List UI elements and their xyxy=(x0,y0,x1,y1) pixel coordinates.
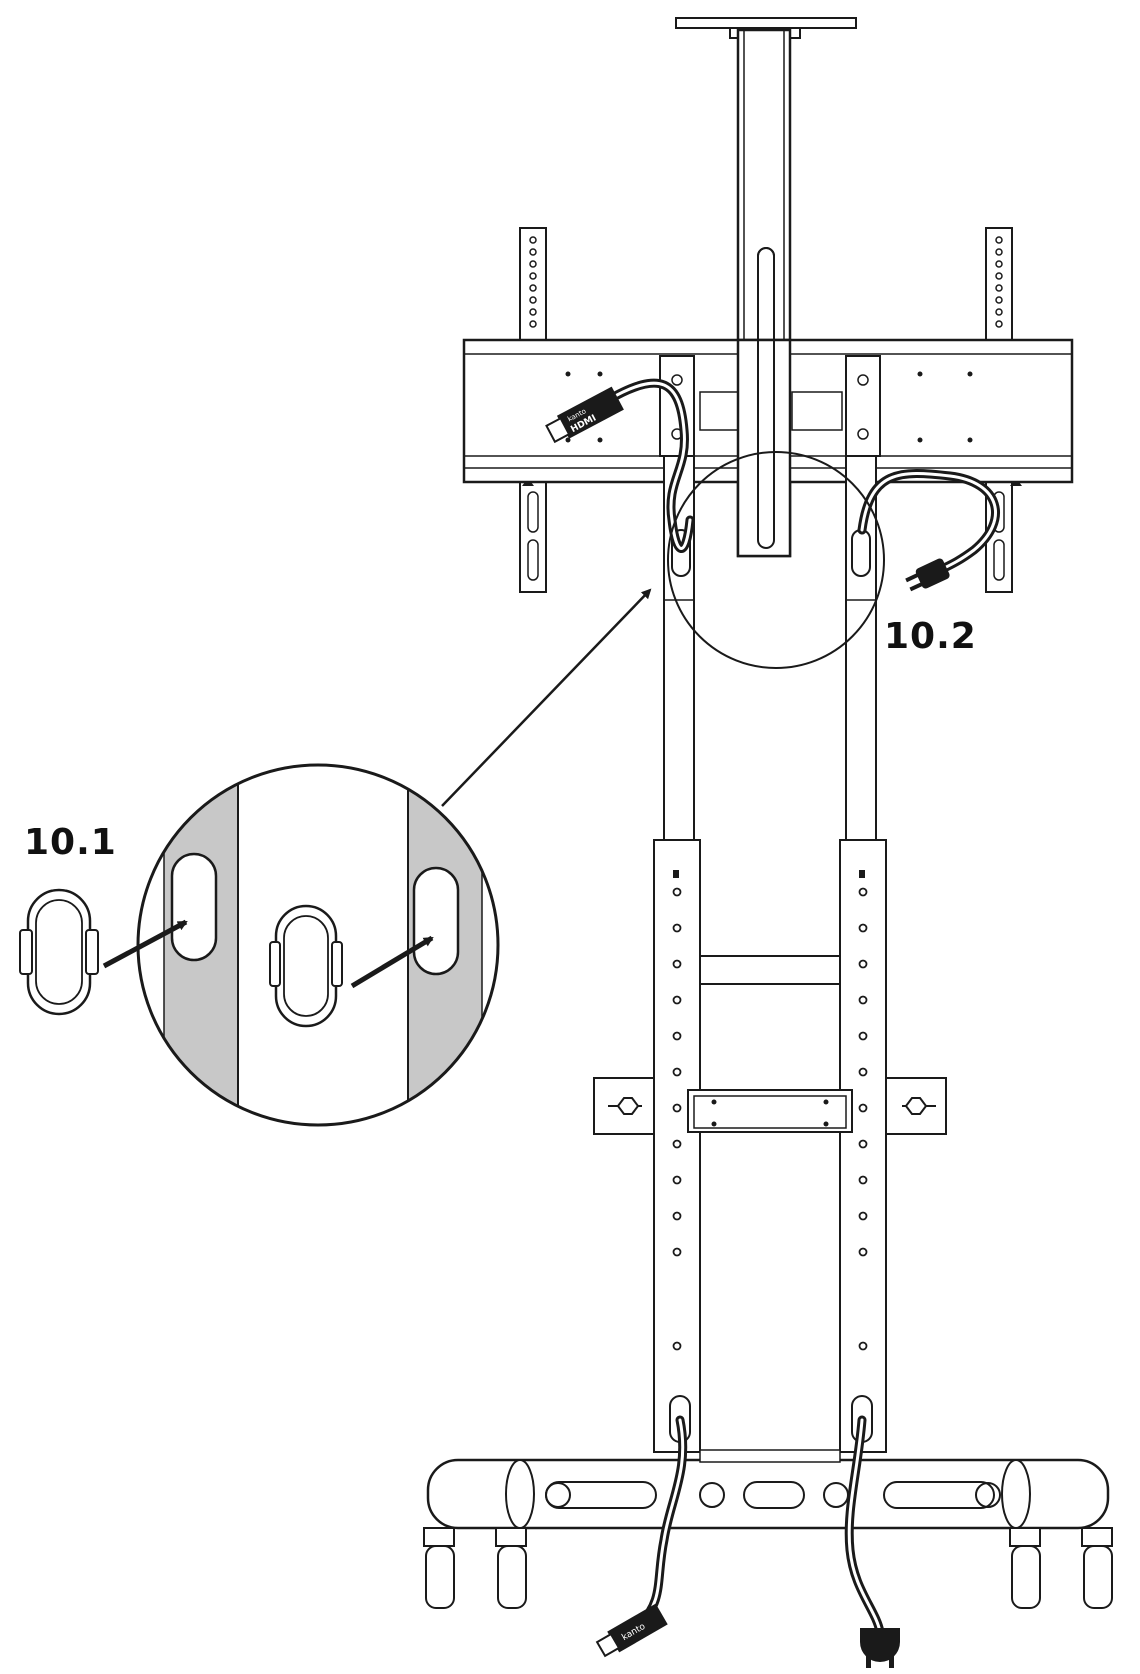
caster-wheels xyxy=(423,1527,1113,1609)
zoom-inset xyxy=(136,763,500,1127)
focus-circle xyxy=(667,451,885,669)
upright-post-right xyxy=(839,455,887,1453)
cross-brace xyxy=(699,955,841,985)
step-label-10-1: 10.1 xyxy=(24,822,117,863)
column-front xyxy=(736,338,792,558)
rolling-base xyxy=(426,1449,1110,1530)
insert-arrow-1 xyxy=(102,919,188,969)
callout-arrow xyxy=(441,588,652,807)
shelf-bracket xyxy=(593,1077,947,1135)
insert-arrow-2 xyxy=(350,935,434,989)
step-label-10-2: 10.2 xyxy=(884,616,977,657)
cable-grommet xyxy=(19,888,99,1016)
hdmi-cable-bottom: kanto xyxy=(595,1415,688,1658)
vesa-arm-left xyxy=(519,227,547,593)
power-cable-top xyxy=(857,468,1000,592)
power-cable-bottom xyxy=(844,1415,900,1668)
